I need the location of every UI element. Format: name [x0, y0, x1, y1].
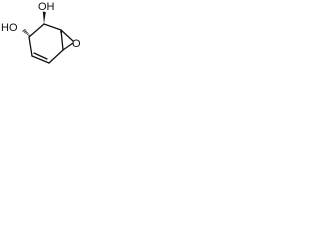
wedge-bond-oh-top	[42, 11, 46, 24]
atom-oh-left: HO	[1, 22, 18, 34]
bond-c2-c3	[60, 29, 64, 51]
bond-c4-c5	[31, 55, 50, 64]
molecule-canvas: OH HO O	[0, 0, 93, 82]
bond-c2-o	[60, 29, 74, 42]
hash-bond-oh-left	[22, 28, 30, 36]
bond-c3-o	[62, 42, 74, 51]
bond-c5-c5-double	[33, 52, 48, 60]
bond-c6-c1	[28, 23, 45, 38]
bond-c1-c2	[43, 23, 62, 31]
atom-epoxide-o: O	[72, 38, 81, 50]
bond-c3-c4	[48, 49, 64, 64]
bond-c5-c6	[28, 36, 33, 57]
structure-drawing: OH HO O	[1, 1, 81, 64]
atom-oh-top: OH	[38, 1, 55, 13]
